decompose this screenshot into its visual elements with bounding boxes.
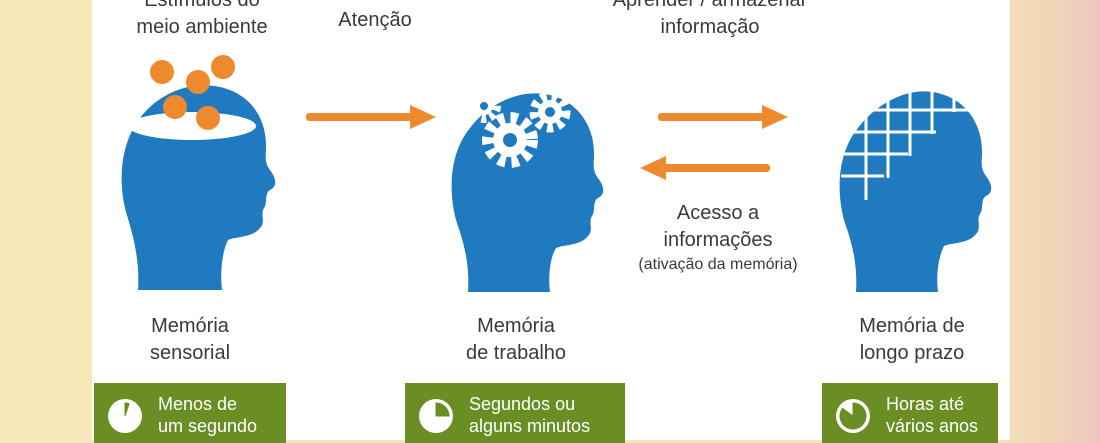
- long-term-memory-label: Memória de longo prazo: [822, 313, 1002, 367]
- open-skull-ellipse: [128, 112, 256, 140]
- background-strip: [1010, 0, 1100, 440]
- head-silhouette: [840, 91, 992, 292]
- duration-badge-long-term: Horas até vários anos: [822, 383, 998, 443]
- clock-icon: [417, 397, 455, 435]
- stimulus-dot: [163, 95, 187, 119]
- stimulus-dot: [196, 106, 220, 130]
- sensory-memory-label: Memória sensorial: [100, 313, 280, 367]
- stimulus-dot: [211, 55, 235, 79]
- attention-label: Atenção: [315, 7, 435, 34]
- working-memory-head: [446, 80, 606, 295]
- working-memory-label: Memória de trabalho: [426, 313, 606, 367]
- access-label: Acesso a informações (ativação da memóri…: [598, 200, 838, 276]
- attention-arrow: [306, 104, 438, 130]
- duration-badge-working: Segundos ou alguns minutos: [405, 383, 625, 443]
- stimuli-label: Estímulos do meio ambiente: [112, 0, 292, 41]
- clock-icon: [106, 397, 144, 435]
- clock-icon: [834, 397, 872, 435]
- stimulus-dot: [150, 60, 174, 84]
- long-term-memory-head: [836, 76, 1001, 296]
- duration-badge-sensory: Menos de um segundo: [94, 383, 286, 443]
- sensory-memory-head: [118, 52, 278, 297]
- learn-store-label: Aprender / armazenar informação: [570, 0, 850, 41]
- gear-icon: [471, 93, 497, 119]
- stimulus-dot: [186, 70, 210, 94]
- store-arrow: [658, 104, 790, 130]
- access-arrow: [638, 155, 770, 181]
